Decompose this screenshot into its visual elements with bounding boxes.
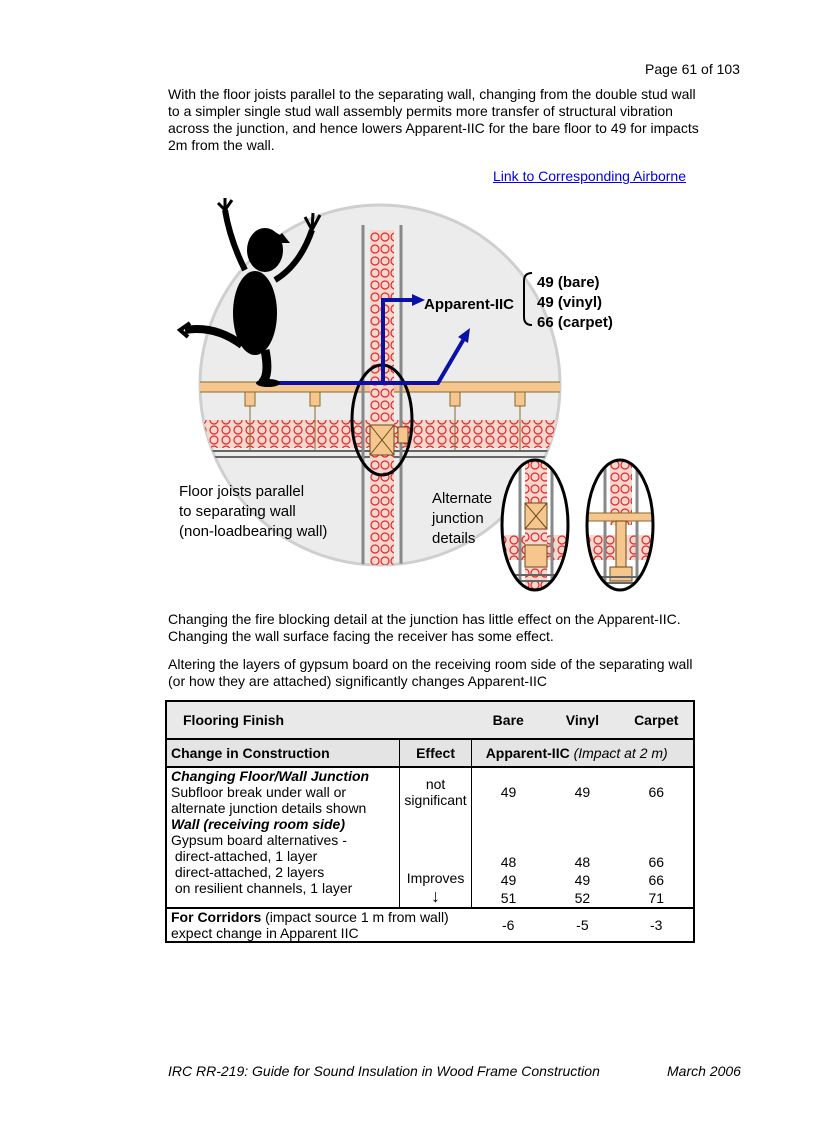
jumping-figure-icon [176, 198, 322, 387]
flooring-finish-header: Flooring Finish [166, 701, 472, 740]
junction-effect: not significant [399, 767, 472, 816]
desc-line: on resilient channels, 1 layer [171, 880, 353, 896]
value: 51 [500, 890, 517, 906]
vinyl-header: Vinyl [545, 701, 620, 740]
gypsum-paragraph: Altering the layers of gypsum board on t… [168, 656, 693, 689]
value: 49 [500, 872, 517, 888]
corridor-vinyl: -5 [576, 917, 589, 933]
junction-bare: 49 [500, 784, 517, 800]
corridor-description: For Corridors (impact source 1 m from wa… [166, 908, 471, 942]
table-row: Changing Floor/Wall Junction Subfloor br… [166, 767, 694, 816]
wall-carpet: 66 66 71 [619, 816, 694, 909]
alt-caption-1: Alternate [432, 490, 493, 507]
effect-header: Effect [399, 739, 472, 768]
joist-caption-1: Floor joists parallel [179, 483, 305, 500]
alt-caption-3: details [432, 530, 476, 547]
value: 71 [648, 890, 665, 906]
footer-date: March 2006 [667, 1063, 741, 1079]
corridor-title-line: For Corridors (impact source 1 m from wa… [171, 909, 467, 925]
airborne-link[interactable]: Link to Corresponding Airborne [493, 168, 687, 184]
value: 52 [574, 890, 591, 906]
joist-caption-3: (non-loadbearing wall) [179, 523, 328, 540]
apparent-iic-label: Apparent-IIC [424, 296, 514, 313]
corridor-carpet: -3 [650, 917, 663, 933]
value: 49 [574, 872, 591, 888]
wall-vinyl: 48 49 52 [545, 816, 620, 909]
table-row: Wall (receiving room side) Gypsum board … [166, 816, 694, 909]
corridor-bare: -6 [502, 917, 515, 933]
result-carpet: 66 (carpet) [537, 314, 613, 331]
result-bare: 49 (bare) [537, 274, 600, 291]
wall-title: Wall (receiving room side) [171, 816, 346, 832]
desc-line: direct-attached, 1 layer [171, 848, 318, 864]
desc-line: Subfloor break under wall or [171, 784, 347, 800]
corridor-title-rest: (impact source 1 m from wall) [261, 909, 449, 925]
desc-line: Gypsum board alternatives - [171, 832, 347, 848]
junction-title: Changing Floor/Wall Junction [171, 768, 370, 784]
joist-caption-2: to separating wall [179, 503, 296, 520]
down-arrow-icon: ↓ [431, 886, 441, 906]
page-number: Page 61 of 103 [645, 61, 740, 77]
metric-header: Apparent-IIC (Impact at 2 m) [471, 739, 694, 768]
junction-diagram [176, 198, 655, 592]
table-header-row: Flooring Finish Bare Vinyl Carpet [166, 701, 694, 740]
result-vinyl: 49 (vinyl) [537, 294, 603, 311]
wall-effect: Improves ↓ [399, 816, 472, 909]
value: 66 [648, 872, 665, 888]
table-row: For Corridors (impact source 1 m from wa… [166, 908, 694, 942]
carpet-header: Carpet [619, 701, 694, 740]
metric-note: (Impact at 2 m) [573, 745, 668, 761]
junction-description: Changing Floor/Wall Junction Subfloor br… [166, 767, 400, 816]
value: 48 [574, 854, 591, 870]
desc-line: alternate junction details shown [171, 800, 367, 816]
value: 48 [500, 854, 517, 870]
junction-vinyl: 49 [574, 784, 591, 800]
intro-paragraph: With the floor joists parallel to the se… [168, 86, 699, 153]
table-subheader-row: Change in Construction Effect Apparent-I… [166, 739, 694, 768]
effect-line: not [425, 776, 446, 792]
change-header: Change in Construction [166, 739, 400, 768]
desc-line: expect change in Apparent IIC [171, 925, 359, 941]
footer-title: IRC RR-219: Guide for Sound Insulation i… [168, 1063, 600, 1079]
wall-bare: 48 49 51 [471, 816, 546, 909]
metric-label: Apparent-IIC [485, 745, 570, 761]
effect-line: Improves [406, 870, 465, 886]
value: 66 [648, 854, 665, 870]
bare-header: Bare [471, 701, 546, 740]
wall-description: Wall (receiving room side) Gypsum board … [166, 816, 400, 909]
corridor-title: For Corridors [171, 909, 262, 925]
iic-table: Flooring Finish Bare Vinyl Carpet Change… [165, 700, 695, 943]
desc-line: direct-attached, 2 layers [171, 864, 325, 880]
junction-carpet: 66 [648, 784, 665, 800]
effect-line: significant [404, 792, 467, 808]
fire-blocking-paragraph: Changing the fire blocking detail at the… [168, 611, 681, 644]
junction-figure: Apparent-IIC 49 (bare) 49 (vinyl) 66 (ca… [160, 195, 670, 595]
alt-caption-2: junction [432, 510, 484, 527]
